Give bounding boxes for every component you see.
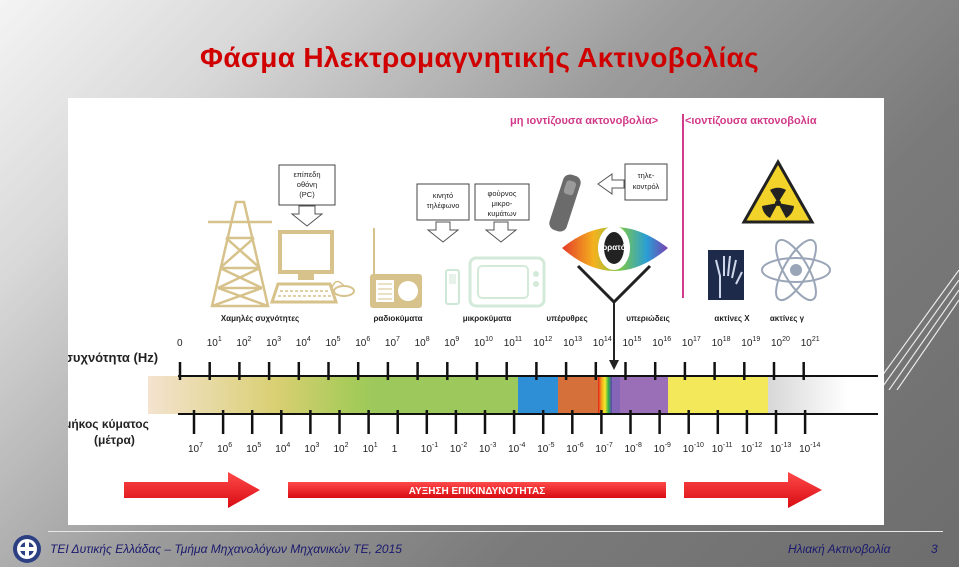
band-label-uv: υπεριώδεις bbox=[626, 314, 670, 323]
mobile-phone-line2: τηλέφωνο bbox=[427, 201, 460, 210]
frequency-tick-label: 1018 bbox=[712, 336, 731, 349]
remote-control-line1: τηλε- bbox=[638, 171, 655, 180]
frequency-tick-label: 104 bbox=[296, 336, 311, 349]
frequency-tick-label: 1015 bbox=[623, 336, 642, 349]
danger-label: ΑΥΞΗΣΗ ΕΠΙΚΙΝΔΥΝΟΤΗΤΑΣ bbox=[409, 486, 545, 497]
wavelength-tick-label: 10-3 bbox=[479, 442, 496, 455]
band-label-radio: ραδιοκύματα bbox=[373, 314, 422, 323]
wavelength-tick-label: 10-1 bbox=[421, 442, 438, 455]
wavelength-tick-label: 107 bbox=[188, 442, 203, 455]
frequency-tick-label: 101 bbox=[207, 336, 222, 349]
wavelength-tick-label: 106 bbox=[217, 442, 232, 455]
wavelength-tick-label: 10-6 bbox=[566, 442, 583, 455]
spectrum-svg: μη ιοντίζουσα ακτονοβολία> <ιοντίζουσα α… bbox=[68, 98, 884, 525]
device-label-boxes: κινητό τηλέφωνο φούρνος μικρο- κυμάτων bbox=[417, 184, 529, 242]
wavelength-tick-label: 105 bbox=[246, 442, 261, 455]
mobile-phone-line1: κινητό bbox=[433, 191, 453, 200]
wavelength-tick-label: 10-7 bbox=[595, 442, 612, 455]
frequency-tick-label: 103 bbox=[266, 336, 281, 349]
frequency-axis-label: συχνότητα (Hz) bbox=[68, 350, 158, 365]
wavelength-tick-label: 1 bbox=[392, 444, 398, 455]
frequency-tick-label: 0 bbox=[177, 338, 183, 349]
wavelength-tick-label: 102 bbox=[334, 442, 349, 455]
frequency-tick-label: 109 bbox=[444, 336, 459, 349]
wavelength-tick-label: 101 bbox=[363, 442, 378, 455]
frequency-tick-label: 1017 bbox=[682, 336, 701, 349]
microwave-line3: κυμάτων bbox=[488, 209, 517, 218]
flat-screen-line1: επίπεδη bbox=[293, 170, 320, 179]
wavelength-label-line2: (μέτρα) bbox=[94, 433, 135, 447]
wavelength-tick-label: 10-5 bbox=[537, 442, 554, 455]
remote-control-icon: τηλε- κοντρόλ bbox=[547, 164, 667, 233]
wavelength-ticks: 107 106 105 104 103 102 101 1 10-1 10-2 10-3 10-4 10… bbox=[188, 410, 820, 455]
band-label-low-freq: Χαμηλές συχνότητες bbox=[221, 314, 299, 323]
frequency-tick-label: 1013 bbox=[563, 336, 582, 349]
frequency-tick-label: 1020 bbox=[771, 336, 790, 349]
frequency-tick-label: 1010 bbox=[474, 336, 493, 349]
xray-hand-icon bbox=[708, 250, 744, 300]
microwave-oven-icon bbox=[470, 258, 544, 306]
footer-topic: Ηλιακή Ακτινοβολία bbox=[788, 542, 890, 556]
frequency-tick-label: 107 bbox=[385, 336, 400, 349]
frequency-tick-label: 102 bbox=[236, 336, 251, 349]
wavelength-tick-label: 10-11 bbox=[712, 442, 733, 455]
wavelength-label-line1: μήκος κύματος bbox=[68, 417, 149, 431]
frequency-tick-label: 1012 bbox=[533, 336, 552, 349]
frequency-tick-label: 1016 bbox=[652, 336, 671, 349]
wavelength-tick-label: 103 bbox=[304, 442, 319, 455]
frequency-tick-label: 1019 bbox=[741, 336, 760, 349]
radiation-warning-icon bbox=[744, 162, 812, 222]
pc-icon: επίπεδη οθόνη (PC) bbox=[272, 165, 354, 302]
frequency-tick-label: 1014 bbox=[593, 336, 612, 349]
ionizing-label: <ιοντίζουσα ακτονοβολία bbox=[685, 115, 817, 127]
wavelength-tick-label: 10-8 bbox=[625, 442, 642, 455]
footer-divider bbox=[48, 531, 943, 532]
microwave-line1: φούρνος bbox=[488, 189, 517, 198]
frequency-tick-label: 105 bbox=[326, 336, 341, 349]
frequency-ticks: 0 101 102 103 104 105 106 107 108 109 1010 1011 1012… bbox=[177, 336, 820, 380]
frequency-tick-label: 106 bbox=[355, 336, 370, 349]
non-ionizing-label: μη ιοντίζουσα ακτονοβολία> bbox=[510, 115, 658, 127]
footer-institution: ΤΕΙ Δυτικής Ελλάδας – Τμήμα Μηχανολόγων … bbox=[50, 542, 402, 556]
band-labels: Χαμηλές συχνότητες ραδιοκύματα μικροκύμα… bbox=[221, 314, 805, 323]
slide-title: Φάσμα Ηλεκτρομαγνητικής Ακτινοβολίας bbox=[0, 42, 959, 74]
power-tower-icon bbox=[208, 202, 272, 306]
page-number: 3 bbox=[931, 542, 938, 556]
visible-label: ορατό bbox=[602, 243, 625, 252]
flat-screen-line3: (PC) bbox=[299, 190, 315, 199]
wavelength-tick-label: 10-14 bbox=[799, 442, 820, 455]
microwave-line2: μικρο- bbox=[492, 199, 513, 208]
band-label-microwave: μικροκύματα bbox=[463, 314, 512, 323]
frequency-tick-label: 108 bbox=[415, 336, 430, 349]
wavelength-tick-label: 10-2 bbox=[450, 442, 467, 455]
frequency-tick-label: 1011 bbox=[504, 336, 522, 349]
mobile-phone-icon bbox=[446, 270, 459, 304]
radio-icon bbox=[370, 228, 422, 308]
band-label-gamma: ακτίνες γ bbox=[770, 314, 805, 323]
wavelength-tick-label: 10-12 bbox=[741, 442, 762, 455]
band-label-xray: ακτίνες Χ bbox=[714, 314, 750, 323]
frequency-tick-label: 1021 bbox=[801, 336, 820, 349]
institution-logo-icon bbox=[12, 534, 42, 564]
flat-screen-line2: οθόνη bbox=[297, 180, 317, 189]
wavelength-tick-label: 104 bbox=[275, 442, 290, 455]
band-label-infrared: υπέρυθρες bbox=[546, 314, 587, 323]
spectrum-band bbox=[148, 376, 878, 414]
remote-control-line2: κοντρόλ bbox=[633, 182, 660, 191]
atom-icon bbox=[762, 235, 830, 306]
decorative-lines bbox=[879, 270, 959, 390]
wavelength-tick-label: 10-9 bbox=[654, 442, 671, 455]
wavelength-tick-label: 10-10 bbox=[683, 442, 704, 455]
spectrum-diagram: μη ιοντίζουσα ακτονοβολία> <ιοντίζουσα α… bbox=[68, 98, 884, 525]
wavelength-tick-label: 10-4 bbox=[508, 442, 525, 455]
wavelength-tick-label: 10-13 bbox=[770, 442, 791, 455]
danger-arrows: ΑΥΞΗΣΗ ΕΠΙΚΙΝΔΥΝΟΤΗΤΑΣ bbox=[124, 472, 822, 508]
